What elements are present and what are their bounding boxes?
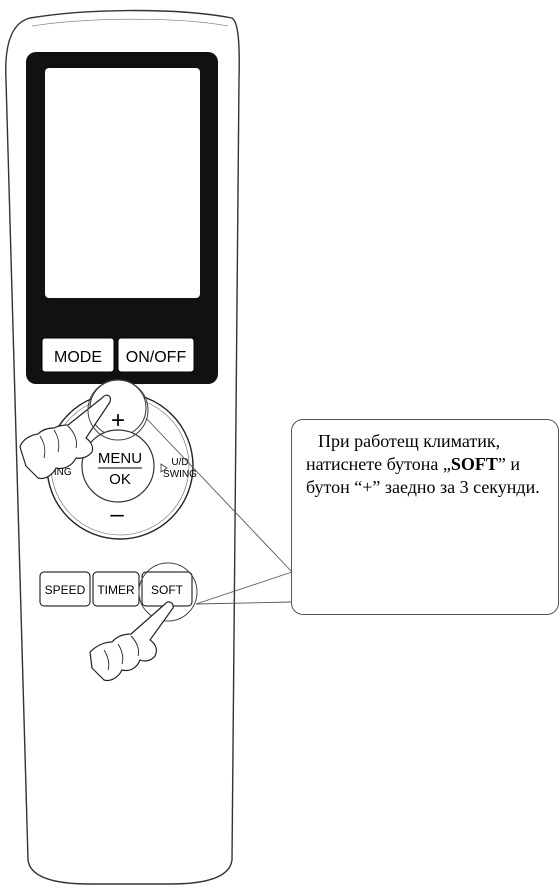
- instruction-text-bold: SOFT: [450, 454, 498, 474]
- lcd-screen: [45, 68, 200, 298]
- ok-label: OK: [109, 471, 131, 488]
- remote-inner-edge: [31, 18, 229, 27]
- mode-button-label: MODE: [54, 349, 102, 366]
- left-swing-button[interactable]: WING: [44, 467, 71, 478]
- speed-button[interactable]: SPEED: [39, 571, 91, 607]
- plus-button-label: +: [111, 407, 125, 434]
- mode-button[interactable]: MODE: [41, 337, 115, 373]
- plus-highlight-circle: [87, 379, 149, 441]
- on-off-button-label: ON/OFF: [126, 349, 187, 366]
- instruction-text-part-2: ” и бутон “+” заедно за 3 секунди.: [306, 454, 540, 497]
- instruction-callout: При работещ климатик, натиснете бутона „…: [291, 419, 559, 615]
- timer-button[interactable]: TIMER: [92, 571, 140, 607]
- menu-ok-button[interactable]: MENU OK: [81, 429, 155, 503]
- speed-button-label: SPEED: [45, 583, 86, 597]
- hand-pointer-icon: [19, 394, 111, 480]
- hand-finger-lines: [39, 425, 77, 459]
- minus-button-label: –: [110, 501, 124, 528]
- soft-button-label: SOFT: [151, 583, 184, 597]
- leader-line-bottom: [195, 571, 293, 605]
- instruction-text: При работещ климатик, натиснете бутона „…: [306, 430, 550, 499]
- hand-pointer-icon-2: [89, 601, 174, 682]
- menu-label: MENU: [98, 450, 142, 467]
- right-arrow-icon: [160, 463, 168, 473]
- leader-line-top: [145, 417, 293, 573]
- left-swing-label: WING: [44, 467, 71, 478]
- ud-swing-button[interactable]: U/D SWING: [160, 457, 197, 480]
- timer-button-label: TIMER: [97, 583, 135, 597]
- on-off-button[interactable]: ON/OFF: [117, 337, 195, 373]
- soft-button[interactable]: SOFT: [141, 571, 193, 607]
- ud-swing-label-bottom: SWING: [163, 469, 197, 480]
- hand-finger-lines-2: [103, 635, 140, 671]
- leader-line-soft: [195, 601, 293, 605]
- plus-button[interactable]: +: [89, 379, 147, 443]
- ud-swing-label-top: U/D: [171, 457, 188, 468]
- instruction-text-part-1: При работещ климатик, натиснете бутона „: [306, 431, 501, 474]
- soft-highlight-circle: [138, 562, 198, 622]
